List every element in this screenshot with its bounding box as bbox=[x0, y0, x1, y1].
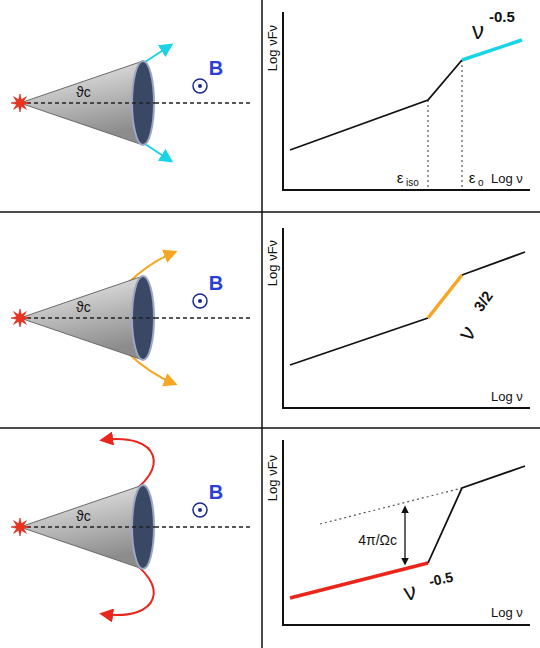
field-label: B bbox=[209, 58, 223, 78]
axis-label: Log ν bbox=[491, 172, 523, 185]
jet-axis bbox=[20, 526, 155, 527]
axis-label: Log ν bbox=[491, 606, 523, 619]
plot-axis bbox=[282, 189, 530, 191]
spectrum-segment bbox=[462, 40, 522, 60]
cone-angle: ϑc bbox=[76, 85, 91, 99]
jet-axis bbox=[155, 526, 250, 527]
spectral-index: -0.5 bbox=[428, 570, 455, 589]
field-label: B bbox=[209, 273, 223, 293]
extrapolation-line bbox=[320, 488, 462, 524]
offset-arrow bbox=[404, 507, 405, 564]
plot-axis bbox=[282, 624, 530, 626]
plot-axis bbox=[282, 228, 284, 409]
plot-axis bbox=[282, 407, 530, 409]
jet-axis bbox=[20, 102, 155, 103]
plot-axis bbox=[282, 12, 284, 191]
field-symbol bbox=[193, 294, 207, 308]
source-star bbox=[11, 309, 29, 327]
cone-body bbox=[20, 485, 143, 569]
panel-divider bbox=[261, 0, 263, 648]
cone-outline bbox=[8, 58, 155, 148]
field-symbol bbox=[193, 79, 207, 93]
energy-subscript: o bbox=[478, 178, 484, 188]
field-symbol bbox=[193, 503, 207, 517]
spectrum-segment bbox=[428, 275, 462, 318]
jet-axis bbox=[155, 317, 250, 318]
energy-subscript: iso bbox=[406, 178, 419, 188]
spectral-index: -0.5 bbox=[489, 9, 515, 24]
cone-angle: ϑc bbox=[76, 509, 91, 523]
photon-arrow bbox=[145, 45, 171, 62]
spectrum-curve bbox=[290, 60, 462, 150]
cone-outline bbox=[8, 273, 155, 363]
field-symbol bbox=[198, 84, 202, 88]
source-star bbox=[11, 518, 29, 536]
cone-outline bbox=[8, 482, 155, 572]
frequency-symbol: ν bbox=[454, 321, 481, 345]
cone-body bbox=[20, 276, 143, 360]
panel-divider bbox=[0, 211, 540, 213]
axis-label: Log νFν bbox=[266, 240, 279, 286]
jet-axis bbox=[20, 317, 155, 318]
spectrum-curve bbox=[290, 318, 428, 365]
field-symbol bbox=[198, 299, 202, 303]
emission-cone: ϑc bbox=[8, 273, 155, 363]
panel-divider bbox=[0, 427, 540, 429]
guide-line bbox=[428, 100, 429, 190]
spectrum-curve bbox=[428, 466, 525, 563]
axis-label: Log νFν bbox=[266, 455, 279, 501]
emission-cone: ϑc bbox=[8, 58, 155, 148]
photon-arrow bbox=[145, 144, 171, 161]
solid-angle-factor: 4π/Ωc bbox=[358, 533, 397, 547]
cone-body bbox=[20, 61, 143, 145]
energy-label: ε bbox=[397, 170, 404, 185]
frequency-symbol: ν bbox=[402, 579, 419, 605]
plot-axis bbox=[282, 440, 284, 626]
energy-label: ε bbox=[469, 170, 476, 185]
axis-label: Log ν bbox=[491, 390, 523, 403]
axis-label: Log νFν bbox=[266, 25, 279, 71]
field-symbol bbox=[198, 508, 202, 512]
field-label: B bbox=[209, 482, 223, 502]
spectral-index: 3/2 bbox=[471, 288, 495, 314]
cone-angle: ϑc bbox=[76, 300, 91, 314]
jet-axis bbox=[155, 102, 250, 103]
emission-cone: ϑc bbox=[8, 482, 155, 572]
source-star bbox=[11, 94, 29, 112]
frequency-symbol: ν bbox=[472, 19, 484, 43]
spectrum-curve bbox=[462, 252, 525, 275]
guide-line bbox=[462, 60, 463, 190]
